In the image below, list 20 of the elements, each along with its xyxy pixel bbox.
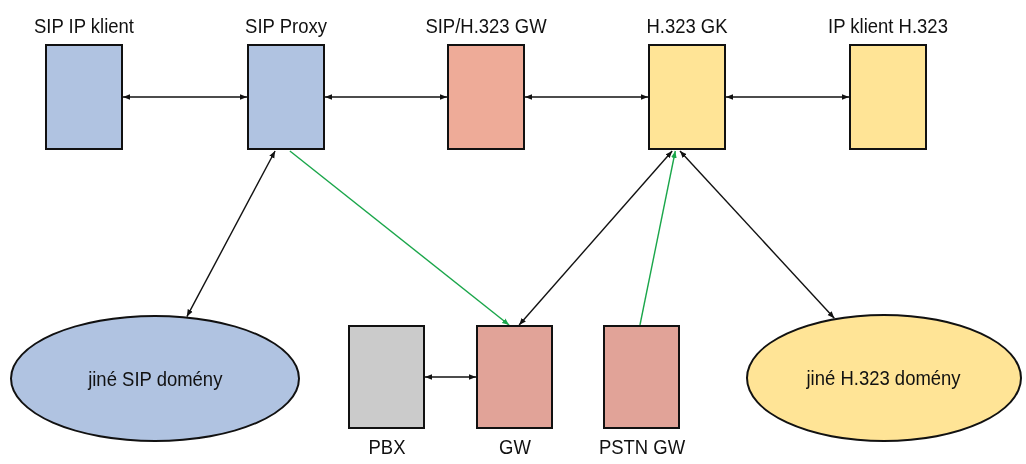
arrow	[424, 374, 477, 380]
arrow	[524, 94, 649, 100]
node-label: H.323 GK	[646, 14, 728, 38]
arrow	[122, 94, 248, 100]
arrow	[289, 150, 510, 326]
node-label: GW	[498, 435, 531, 459]
node-label: PBX	[368, 435, 405, 459]
node-label: jiné H.323 domény	[806, 366, 962, 390]
arrow	[725, 94, 850, 100]
arrow	[639, 150, 677, 326]
arrow	[324, 94, 448, 100]
node-label: IP klient H.323	[828, 14, 948, 38]
node-label: SIP Proxy	[245, 14, 327, 38]
arrow	[186, 150, 276, 318]
node-label: SIP/H.323 GW	[425, 14, 547, 38]
arrow	[518, 150, 673, 326]
node-label: PSTN GW	[598, 435, 685, 459]
arrow	[679, 150, 836, 319]
node-label: jiné SIP domény	[87, 366, 223, 391]
node-label: SIP IP klient	[34, 14, 134, 38]
